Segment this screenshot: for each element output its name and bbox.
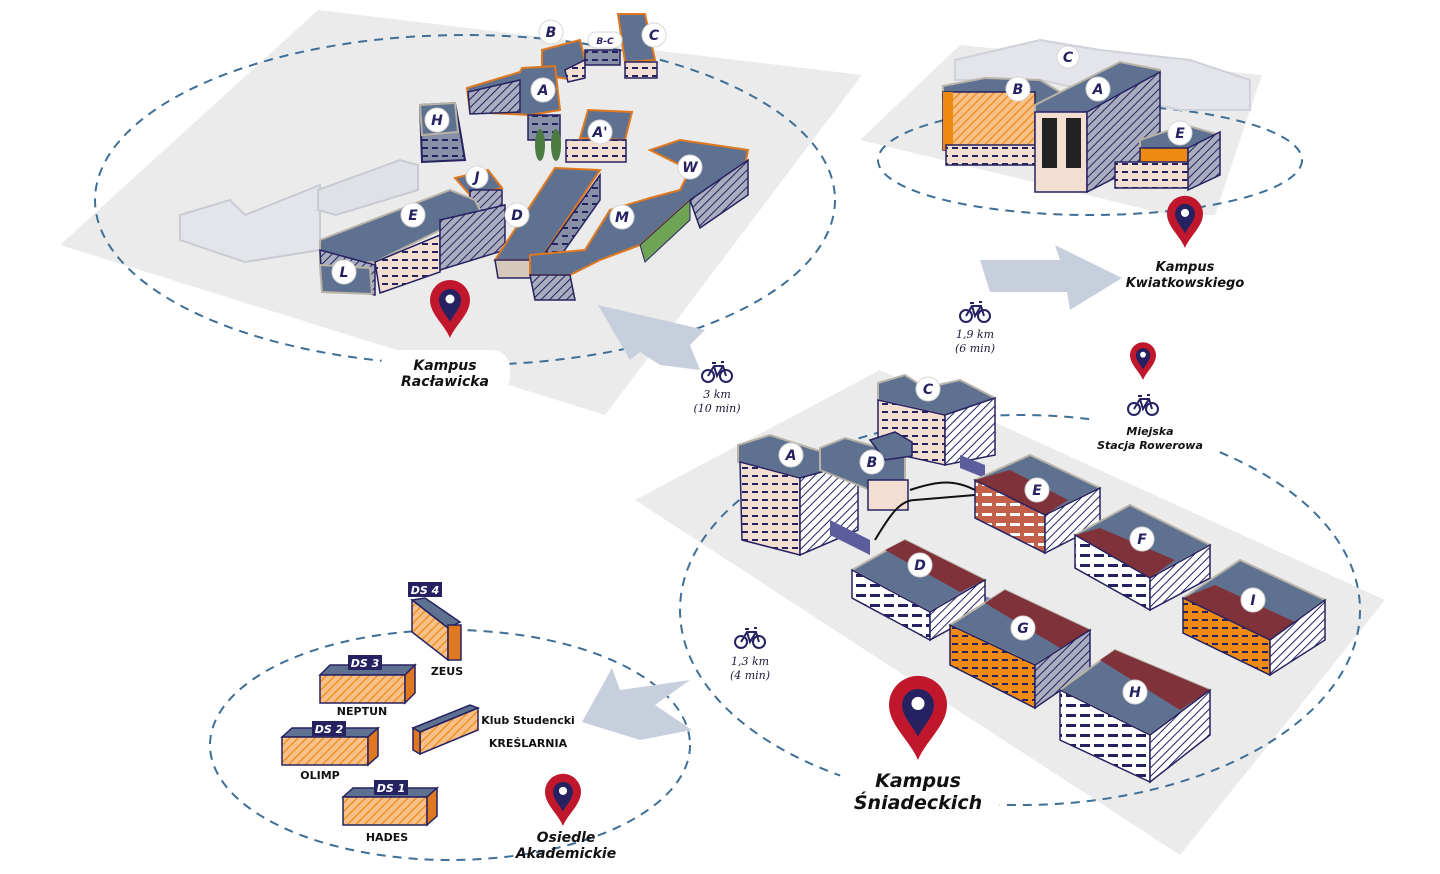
route-kwiatkowskiego-time: (6 min)	[955, 342, 995, 355]
building-badge-raclawicka-e[interactable]: E	[400, 202, 426, 228]
svg-text:B: B	[1013, 82, 1024, 98]
svg-text:J: J	[471, 170, 479, 186]
ds2-label[interactable]: DS 2	[312, 721, 346, 736]
building-badge-kwiatkowskiego-b[interactable]: B	[1005, 76, 1031, 102]
club-name-line2: KREŚLARNIA	[489, 737, 568, 750]
pin-bike-station-icon[interactable]	[1130, 342, 1156, 380]
building-badge-sniadeckich-a[interactable]: A	[778, 442, 804, 468]
pin-sniadeckich-icon[interactable]	[889, 675, 947, 760]
building-badge-raclawicka-h[interactable]: H	[424, 107, 450, 133]
svg-text:B: B	[546, 25, 557, 41]
kwiatkowskiego-label-line2[interactable]: Kwiatkowskiego	[1126, 276, 1245, 291]
bicycle-icon-route-kwiatkowskiego	[959, 301, 991, 323]
boundary-kwiatkowskiego	[877, 104, 1303, 216]
route-osiedle-distance: 1,3 km	[731, 655, 769, 668]
route-osiedle-time: (4 min)	[730, 669, 770, 682]
svg-text:DS 1: DS 1	[377, 782, 406, 795]
dorm-name-neptun: NEPTUN	[337, 705, 387, 718]
kwiatkowskiego-buildings	[942, 38, 1251, 194]
osiedle-label-line1[interactable]: Osiedle	[537, 830, 596, 846]
arrow-to-kwiatkowskiego	[980, 245, 1122, 310]
svg-text:I: I	[1250, 593, 1255, 609]
osiedle-buildings	[280, 597, 481, 827]
building-badge-raclawicka-a[interactable]: A'	[587, 119, 613, 145]
dorm-name-hades: HADES	[366, 831, 408, 844]
pin-kwiatkowskiego-icon[interactable]	[1167, 195, 1203, 248]
ds4-label[interactable]: DS 4	[408, 582, 442, 597]
osiedle-label-line2[interactable]: Akademickie	[515, 846, 616, 862]
building-badge-sniadeckich-h[interactable]: H	[1122, 679, 1148, 705]
sniadeckich-label-line1[interactable]: Kampus	[875, 770, 961, 792]
building-badge-raclawicka-bc[interactable]: B-C	[587, 31, 623, 49]
svg-text:A: A	[785, 448, 797, 464]
building-badge-sniadeckich-d[interactable]: D	[907, 552, 933, 578]
bike-station-label-line1[interactable]: Miejska	[1126, 425, 1173, 438]
bicycle-icon-bike-station	[1127, 394, 1159, 416]
boundary-osiedle	[209, 629, 691, 861]
svg-text:DS 4: DS 4	[411, 584, 440, 597]
sniadeckich-label-line2[interactable]: Śniadeckich	[854, 790, 982, 814]
raclawicka-label-line1[interactable]: Kampus	[413, 358, 476, 374]
svg-text:M: M	[615, 210, 629, 226]
boundary-sniadeckich	[679, 414, 1361, 806]
raclawicka-label-line2[interactable]: Racławicka	[401, 374, 489, 390]
building-badge-sniadeckich-c[interactable]: C	[915, 376, 941, 402]
building-badge-raclawicka-d[interactable]: D	[504, 202, 530, 228]
svg-text:G: G	[1017, 621, 1029, 637]
svg-text:C: C	[1063, 50, 1074, 66]
building-badge-raclawicka-w[interactable]: W	[677, 154, 703, 180]
svg-text:B: B	[867, 455, 878, 471]
building-badge-kwiatkowskiego-a[interactable]: A	[1085, 76, 1111, 102]
dorm-name-zeus: ZEUS	[431, 665, 463, 678]
building-badge-raclawicka-m[interactable]: M	[609, 204, 635, 230]
building-badge-raclawicka-c[interactable]: C	[641, 22, 667, 48]
svg-text:A: A	[537, 83, 549, 99]
bike-station-label-line2[interactable]: Stacja Rowerowa	[1097, 439, 1203, 452]
svg-text:E: E	[1032, 483, 1042, 499]
svg-text:L: L	[340, 265, 349, 281]
svg-text:H: H	[1129, 685, 1141, 701]
building-badge-sniadeckich-f[interactable]: F	[1129, 526, 1155, 552]
svg-text:D: D	[914, 558, 926, 574]
pin-osiedle-icon[interactable]	[545, 773, 581, 826]
club-name-line1: Klub Studencki	[481, 714, 575, 727]
building-badge-raclawicka-l[interactable]: L	[331, 259, 357, 285]
building-badge-sniadeckich-e[interactable]: E	[1024, 477, 1050, 503]
svg-text:E: E	[408, 208, 418, 224]
svg-text:B-C: B-C	[596, 37, 614, 47]
svg-text:A: A	[1092, 82, 1104, 98]
building-badge-kwiatkowskiego-c[interactable]: C	[1056, 45, 1080, 69]
svg-text:DS 2: DS 2	[315, 723, 344, 736]
bicycle-icon-route-raclawicka	[701, 361, 733, 383]
building-badge-sniadeckich-i[interactable]: I	[1240, 587, 1266, 613]
building-badge-raclawicka-j[interactable]: J	[465, 165, 489, 189]
svg-text:A': A'	[591, 125, 607, 141]
svg-text:C: C	[923, 382, 934, 398]
sniadeckich-buildings	[737, 373, 1327, 784]
pin-raclawicka-icon[interactable]	[430, 280, 470, 338]
svg-text:DS 3: DS 3	[351, 657, 380, 670]
ds3-label[interactable]: DS 3	[348, 655, 382, 670]
svg-text:E: E	[1175, 126, 1185, 142]
svg-text:F: F	[1137, 532, 1147, 548]
building-badge-sniadeckich-g[interactable]: G	[1010, 615, 1036, 641]
svg-text:D: D	[511, 208, 523, 224]
building-badge-raclawicka-a[interactable]: A	[530, 77, 556, 103]
building-badge-kwiatkowskiego-e[interactable]: E	[1167, 120, 1193, 146]
building-badge-raclawicka-b[interactable]: B	[538, 19, 564, 45]
route-kwiatkowskiego-distance: 1,9 km	[956, 328, 994, 341]
svg-text:W: W	[682, 160, 698, 176]
ds1-label[interactable]: DS 1	[374, 780, 408, 795]
bicycle-icon-route-osiedle	[734, 627, 766, 649]
kwiatkowskiego-label-line1[interactable]: Kampus	[1156, 260, 1215, 275]
dorm-name-olimp: OLIMP	[300, 769, 339, 782]
route-raclawicka-distance: 3 km	[703, 388, 731, 401]
arrow-to-raclawicka	[598, 305, 705, 370]
building-badge-sniadeckich-b[interactable]: B	[859, 449, 885, 475]
svg-text:C: C	[649, 28, 660, 44]
arrow-to-osiedle	[582, 668, 692, 740]
svg-text:H: H	[431, 113, 443, 129]
route-raclawicka-time: (10 min)	[693, 402, 740, 415]
